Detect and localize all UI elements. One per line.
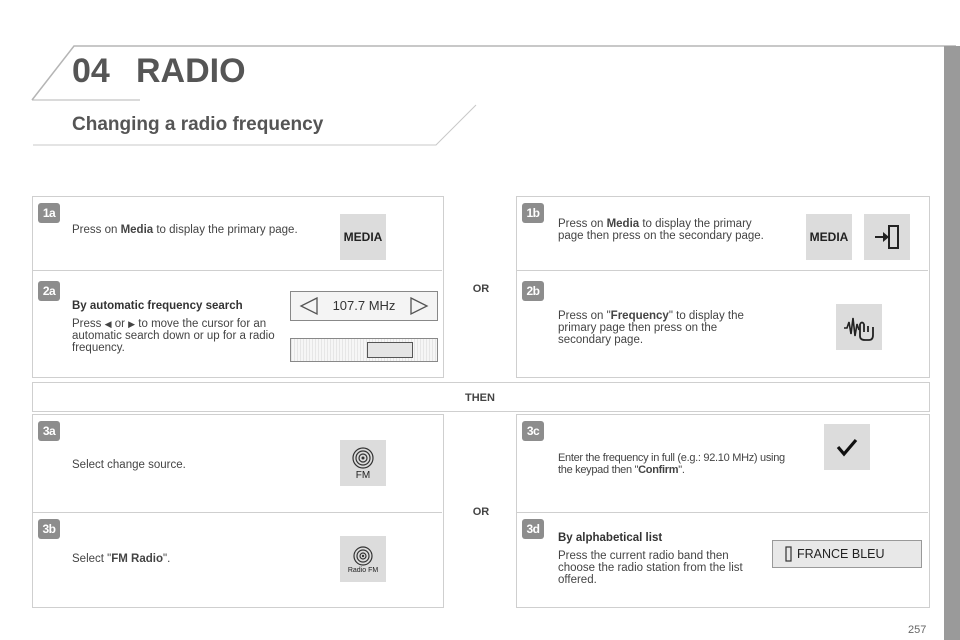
secondary-page-icon <box>875 225 899 249</box>
step-badge-3c: 3c <box>522 421 544 441</box>
step-2a-text: Press ◀ or ▶ to move the cursor for an a… <box>72 318 275 354</box>
step-badge-1a: 1a <box>38 203 60 223</box>
step-badge-1b: 1b <box>522 203 544 223</box>
step-1a-text: Press on Media to display the primary pa… <box>72 224 298 236</box>
then-connector: THEN <box>465 392 495 404</box>
frequency-display: 107.7 MHz <box>290 291 438 321</box>
step-badge-3d: 3d <box>522 519 544 539</box>
frequency-down-icon[interactable] <box>299 296 319 316</box>
chapter-number: 04 <box>72 52 110 90</box>
step-2a-heading: By automatic frequency search <box>72 300 243 312</box>
fm-label: FM <box>355 469 371 481</box>
chapter-sidebar-strip <box>944 46 960 640</box>
step-1b-text: Press on Media to display the primary pa… <box>558 218 764 242</box>
fm-source-button[interactable]: FM <box>340 440 386 486</box>
media-button[interactable]: MEDIA <box>806 214 852 260</box>
media-button-label: MEDIA <box>343 230 383 244</box>
cursor-right-icon: ▶ <box>128 319 136 329</box>
frequency-value: 107.7 MHz <box>332 298 396 313</box>
step-3d-heading: By alphabetical list <box>558 532 663 544</box>
station-list-item[interactable]: FRANCE BLEU <box>772 540 922 568</box>
radio-waves-icon <box>353 545 373 566</box>
panel-divider <box>33 512 442 513</box>
panel-divider <box>517 512 928 513</box>
media-button[interactable]: MEDIA <box>340 214 386 260</box>
media-button-label: MEDIA <box>809 230 849 244</box>
radio-waves-icon <box>352 446 374 469</box>
step-badge-2b: 2b <box>522 281 544 301</box>
station-marker-icon <box>785 546 792 562</box>
frequency-slider[interactable] <box>290 338 438 362</box>
page-number: 257 <box>908 624 927 636</box>
or-connector-bottom: OR <box>472 506 490 518</box>
step-badge-3b: 3b <box>38 519 60 539</box>
step-3a-text: Select change source. <box>72 459 186 471</box>
station-name: FRANCE BLEU <box>797 547 885 561</box>
step-badge-2a: 2a <box>38 281 60 301</box>
section-title: Changing a radio frequency <box>72 114 324 135</box>
frequency-slider-cursor[interactable] <box>367 342 413 358</box>
step-3b-text: Select "FM Radio". <box>72 553 171 565</box>
checkmark-icon <box>836 438 858 457</box>
step-3c-text: Enter the frequency in full (e.g.: 92.10… <box>558 452 785 476</box>
chapter-title: RADIO <box>136 52 246 90</box>
or-connector-top: OR <box>472 283 490 295</box>
header-frame <box>31 45 956 101</box>
radio-fm-label: Radio FM <box>347 566 379 574</box>
frequency-wave-hand-icon <box>844 317 874 341</box>
step-badge-3a: 3a <box>38 421 60 441</box>
section-frame <box>33 104 477 146</box>
panel-divider <box>517 270 928 271</box>
frequency-button[interactable] <box>836 304 882 350</box>
confirm-button[interactable] <box>824 424 870 470</box>
step-2b-text: Press on "Frequency" to display the prim… <box>558 310 744 346</box>
fm-radio-button[interactable]: Radio FM <box>340 536 386 582</box>
cursor-left-icon: ◀ <box>104 319 112 329</box>
secondary-page-button[interactable] <box>864 214 910 260</box>
panel-divider <box>33 270 442 271</box>
step-3d-text: Press the current radio band then choose… <box>558 550 743 586</box>
frequency-up-icon[interactable] <box>409 296 429 316</box>
then-bar <box>32 382 930 412</box>
